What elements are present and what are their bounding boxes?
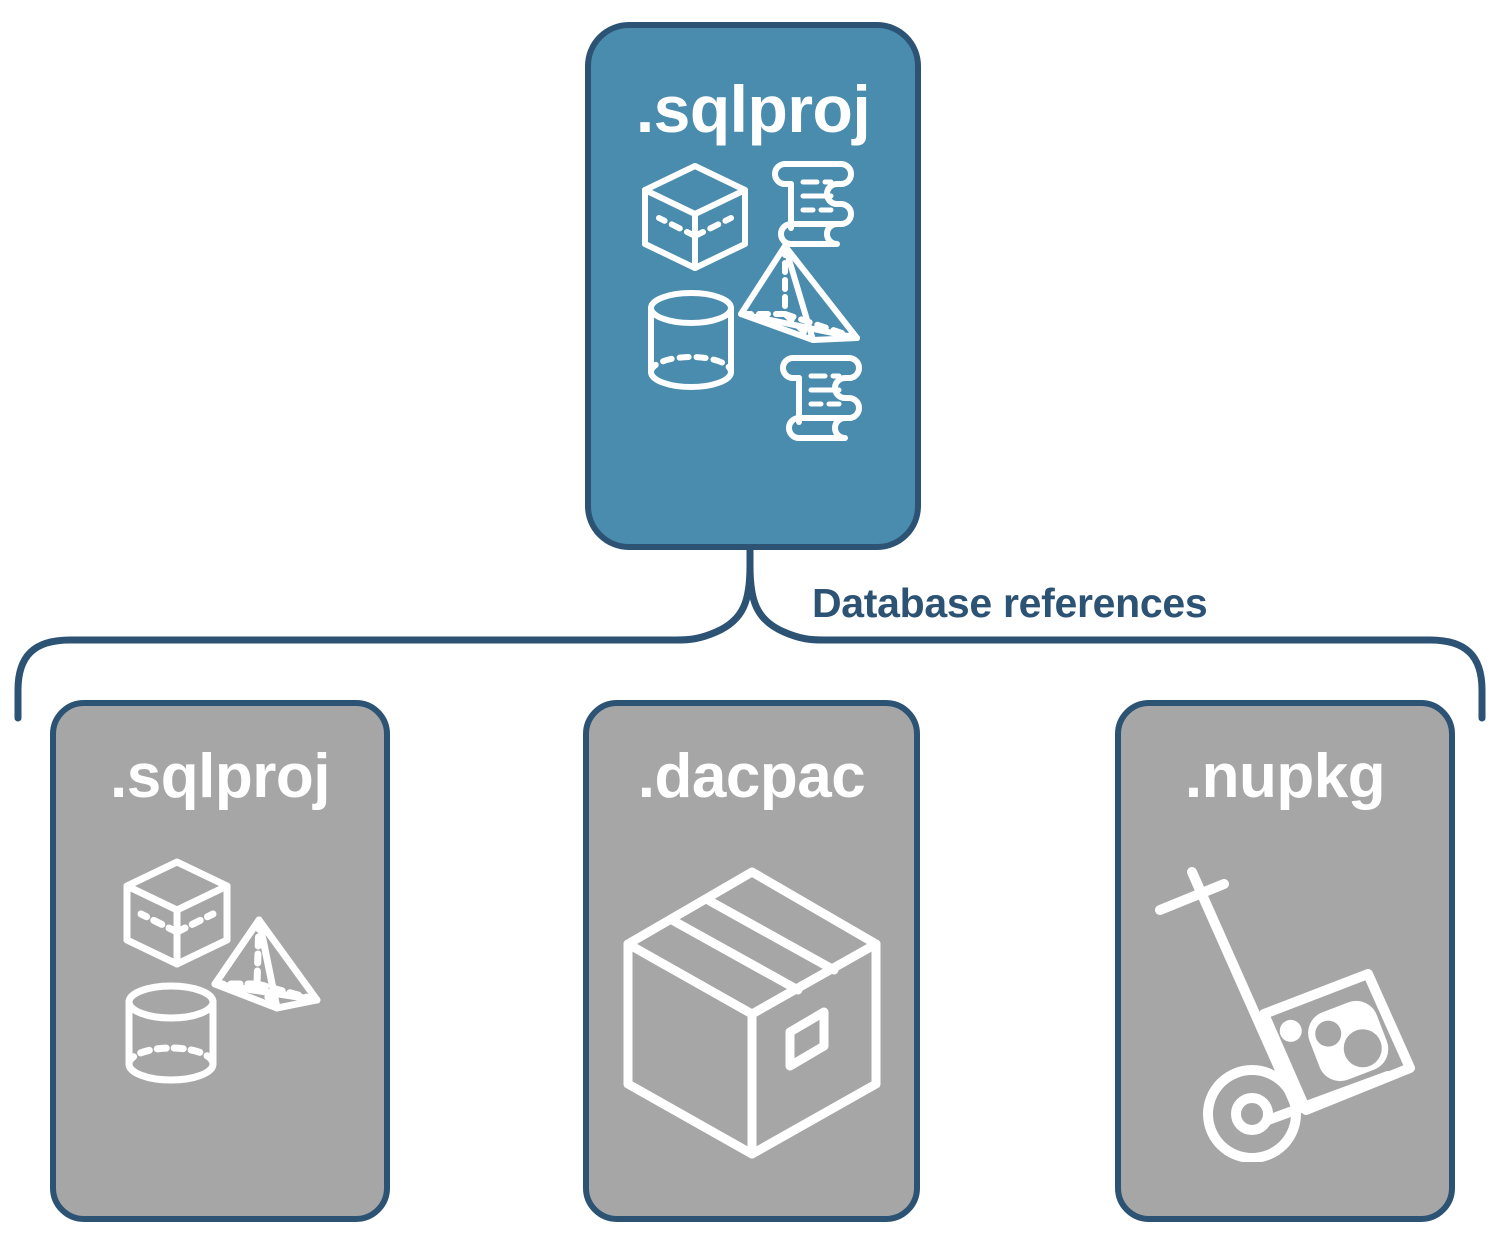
- reference-node-nupkg[interactable]: .nupkg: [1115, 700, 1455, 1222]
- parent-node-label: .sqlproj: [635, 72, 871, 146]
- pyramid-icon: [211, 916, 321, 1012]
- nuget-package-icon: [1259, 969, 1415, 1115]
- sqlproj-shapes-illustration: [123, 858, 321, 1084]
- sqlproj-shapes-illustration: [642, 161, 862, 441]
- cylinder-icon: [648, 290, 734, 390]
- reference-node-artwork: [56, 808, 384, 1216]
- reference-node-artwork: [589, 808, 914, 1216]
- reference-node-artwork: [1121, 808, 1449, 1216]
- parent-node-sqlproj[interactable]: .sqlproj: [585, 22, 921, 550]
- wheel-icon: [1203, 1065, 1301, 1162]
- reference-node-dacpac[interactable]: .dacpac: [583, 700, 920, 1222]
- cube-icon: [123, 858, 231, 968]
- cylinder-icon: [125, 982, 217, 1084]
- parent-node-artwork: [591, 142, 915, 544]
- reference-node-label: .nupkg: [1184, 742, 1386, 811]
- shipping-box-icon: [623, 867, 880, 1159]
- wheel-hub-icon: [1231, 1093, 1273, 1135]
- reference-node-label: .sqlproj: [110, 742, 330, 811]
- reference-node-label: .dacpac: [637, 742, 866, 811]
- script-scroll-icon: [780, 355, 862, 441]
- connector-label: Database references: [812, 580, 1208, 626]
- script-scroll-icon: [772, 161, 854, 247]
- cube-icon: [642, 163, 748, 271]
- hand-truck-illustration: [1155, 867, 1415, 1162]
- pyramid-icon: [738, 243, 860, 343]
- reference-node-sqlproj[interactable]: .sqlproj: [50, 700, 390, 1222]
